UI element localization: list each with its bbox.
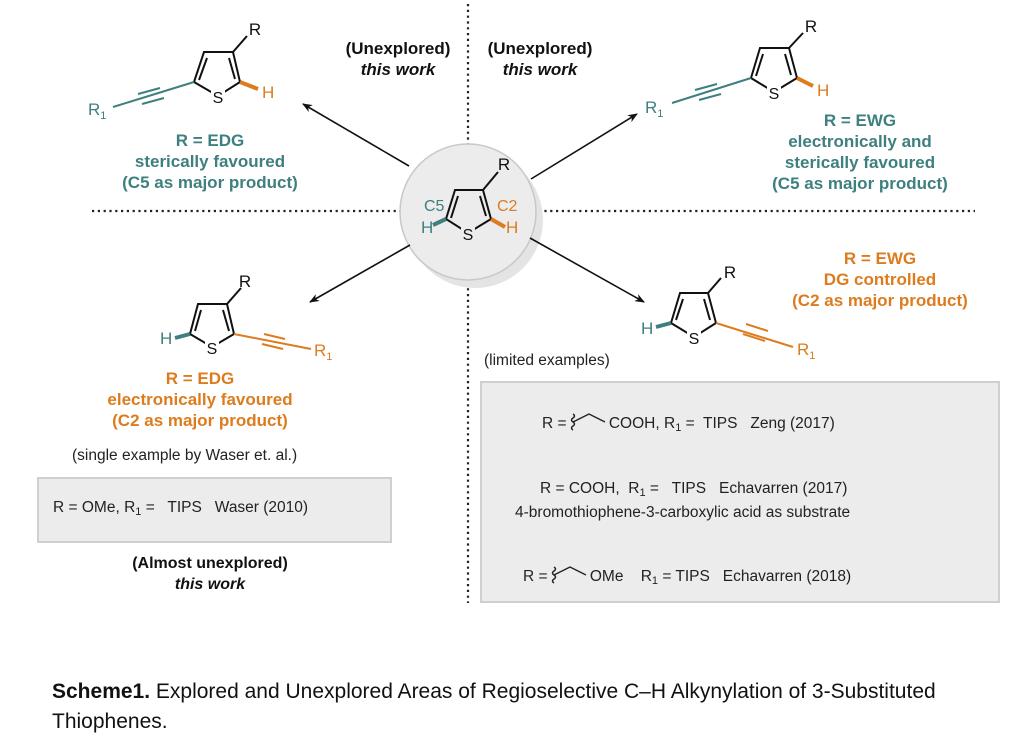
squiggle-ch2-bond-icon bbox=[551, 566, 587, 584]
example-2-r1: R bbox=[628, 480, 640, 497]
example-3-r1: R bbox=[640, 568, 652, 585]
example-1-prefix: R = bbox=[542, 415, 571, 432]
example-prefix: R = OMe, bbox=[53, 499, 125, 516]
example-2-prefix: R = COOH, bbox=[540, 480, 629, 497]
bottom-left-r: R bbox=[239, 272, 251, 291]
example-1-r1: R bbox=[663, 415, 676, 432]
top-left-status: (Unexplored) this work bbox=[330, 38, 466, 80]
top-right-status-text: (Unexplored) bbox=[487, 39, 593, 58]
top-right-desc2: sterically favoured bbox=[784, 153, 936, 172]
scheme-caption: Scheme1. Explored and Unexplored Areas o… bbox=[52, 677, 1012, 737]
bottom-right-r: R bbox=[724, 263, 736, 282]
top-right-status: (Unexplored) this work bbox=[472, 38, 608, 80]
center-h5-label: H bbox=[421, 218, 433, 237]
top-left-description: R = EDG sterically favoured (C5 as major… bbox=[100, 130, 320, 193]
top-left-desc2: (C5 as major product) bbox=[122, 173, 298, 192]
arrow-bottom-right bbox=[529, 237, 645, 303]
bottom-left-s: S bbox=[207, 341, 218, 358]
example-2-suffix: = TIPS Echavarren (2017) bbox=[645, 480, 848, 497]
top-left-molecule bbox=[112, 35, 259, 108]
bottom-left-h: H bbox=[160, 329, 172, 348]
bottom-right-r-label: R = EWG bbox=[843, 249, 917, 268]
bottom-left-status: (Almost unexplored) this work bbox=[100, 553, 320, 595]
center-c2-label: C2 bbox=[497, 198, 518, 215]
top-right-status-sub: this work bbox=[502, 60, 578, 79]
bottom-right-r1: R1 bbox=[797, 340, 815, 362]
center-h2-label: H bbox=[506, 218, 518, 237]
top-right-desc3: (C5 as major product) bbox=[772, 174, 948, 193]
bottom-left-r1: R1 bbox=[314, 341, 332, 363]
example-suffix: = TIPS Waser (2010) bbox=[141, 499, 309, 516]
example-1-group: COOH, bbox=[608, 415, 664, 432]
top-right-h: H bbox=[817, 81, 829, 100]
top-left-s: S bbox=[213, 90, 224, 107]
bottom-right-s: S bbox=[689, 331, 700, 348]
example-3-r1-sub: 1 bbox=[651, 575, 659, 587]
bottom-right-desc1: DG controlled bbox=[823, 270, 937, 289]
top-right-description: R = EWG electronically and sterically fa… bbox=[735, 110, 985, 194]
center-c5-label: C5 bbox=[424, 198, 445, 215]
bottom-left-note: (single example by Waser et. al.) bbox=[72, 447, 298, 464]
bottom-left-example-box: R = OMe, R1 = TIPS Waser (2010) bbox=[37, 477, 392, 543]
example-1-r1-sub: 1 bbox=[675, 422, 682, 434]
bottom-right-example-2-extra: 4-bromothiophene-3-carboxylic acid as su… bbox=[515, 504, 851, 521]
bottom-left-example: R = OMe, R1 = TIPS Waser (2010) bbox=[53, 499, 308, 518]
center-r-label: R bbox=[498, 155, 510, 174]
example-3-prefix: R = bbox=[523, 568, 552, 585]
center-circle bbox=[399, 143, 537, 281]
bottom-right-example-2: R = COOH, R1 = TIPS Echavarren (2017) bbox=[540, 480, 847, 499]
bottom-left-status-text: (Almost unexplored) bbox=[132, 555, 288, 572]
example-r1-sub: 1 bbox=[135, 506, 142, 518]
top-left-status-sub: this work bbox=[360, 60, 436, 79]
bottom-right-example-box: R = COOH, R1 = TIPS Zeng (2017) R = COOH… bbox=[480, 381, 1000, 603]
example-3-group: OMe bbox=[589, 568, 641, 585]
bottom-left-desc2: (C2 as major product) bbox=[112, 411, 288, 430]
caption-label: Scheme1. bbox=[52, 680, 151, 703]
bottom-right-h: H bbox=[641, 319, 653, 338]
bottom-left-r-label: R = EDG bbox=[165, 369, 235, 388]
top-right-r-label: R = EWG bbox=[823, 111, 897, 130]
center-s-label: S bbox=[463, 227, 474, 244]
caption-text: Explored and Unexplored Areas of Regiose… bbox=[52, 680, 936, 733]
top-left-desc1: sterically favoured bbox=[134, 152, 286, 171]
bottom-right-example-1: R = COOH, R1 = TIPS Zeng (2017) bbox=[542, 411, 835, 434]
arrow-bottom-left bbox=[309, 244, 411, 303]
top-right-molecule bbox=[671, 32, 814, 104]
bottom-left-desc1: electronically favoured bbox=[107, 390, 293, 409]
arrow-top-right bbox=[530, 113, 638, 180]
bottom-left-status-sub: this work bbox=[174, 576, 246, 593]
bottom-left-molecule bbox=[174, 287, 312, 350]
bottom-right-note: (limited examples) bbox=[484, 352, 610, 369]
bottom-right-description: R = EWG DG controlled (C2 as major produ… bbox=[770, 248, 990, 311]
top-right-desc1: electronically and bbox=[788, 132, 932, 151]
example-2-r1-sub: 1 bbox=[639, 487, 646, 499]
example-1-suffix: = TIPS Zeng (2017) bbox=[681, 415, 835, 432]
bottom-right-example-3: R = OMe R1 = TIPS Echavarren (2018) bbox=[523, 564, 851, 587]
top-left-r1: R1 bbox=[88, 100, 106, 122]
example-r1: R bbox=[124, 499, 136, 516]
arrow-top-left bbox=[302, 103, 410, 167]
top-right-r: R bbox=[805, 17, 817, 36]
top-left-r: R bbox=[249, 20, 261, 39]
top-left-h: H bbox=[262, 83, 274, 102]
squiggle-ch2-bond-icon bbox=[570, 413, 606, 431]
top-right-r1: R1 bbox=[645, 98, 663, 120]
example-3-suffix: = TIPS Echavarren (2018) bbox=[658, 568, 852, 585]
top-left-r-label: R = EDG bbox=[175, 131, 245, 150]
top-right-s: S bbox=[769, 86, 780, 103]
bottom-left-description: R = EDG electronically favoured (C2 as m… bbox=[70, 368, 330, 431]
top-left-status-text: (Unexplored) bbox=[345, 39, 451, 58]
bottom-right-desc2: (C2 as major product) bbox=[792, 291, 968, 310]
